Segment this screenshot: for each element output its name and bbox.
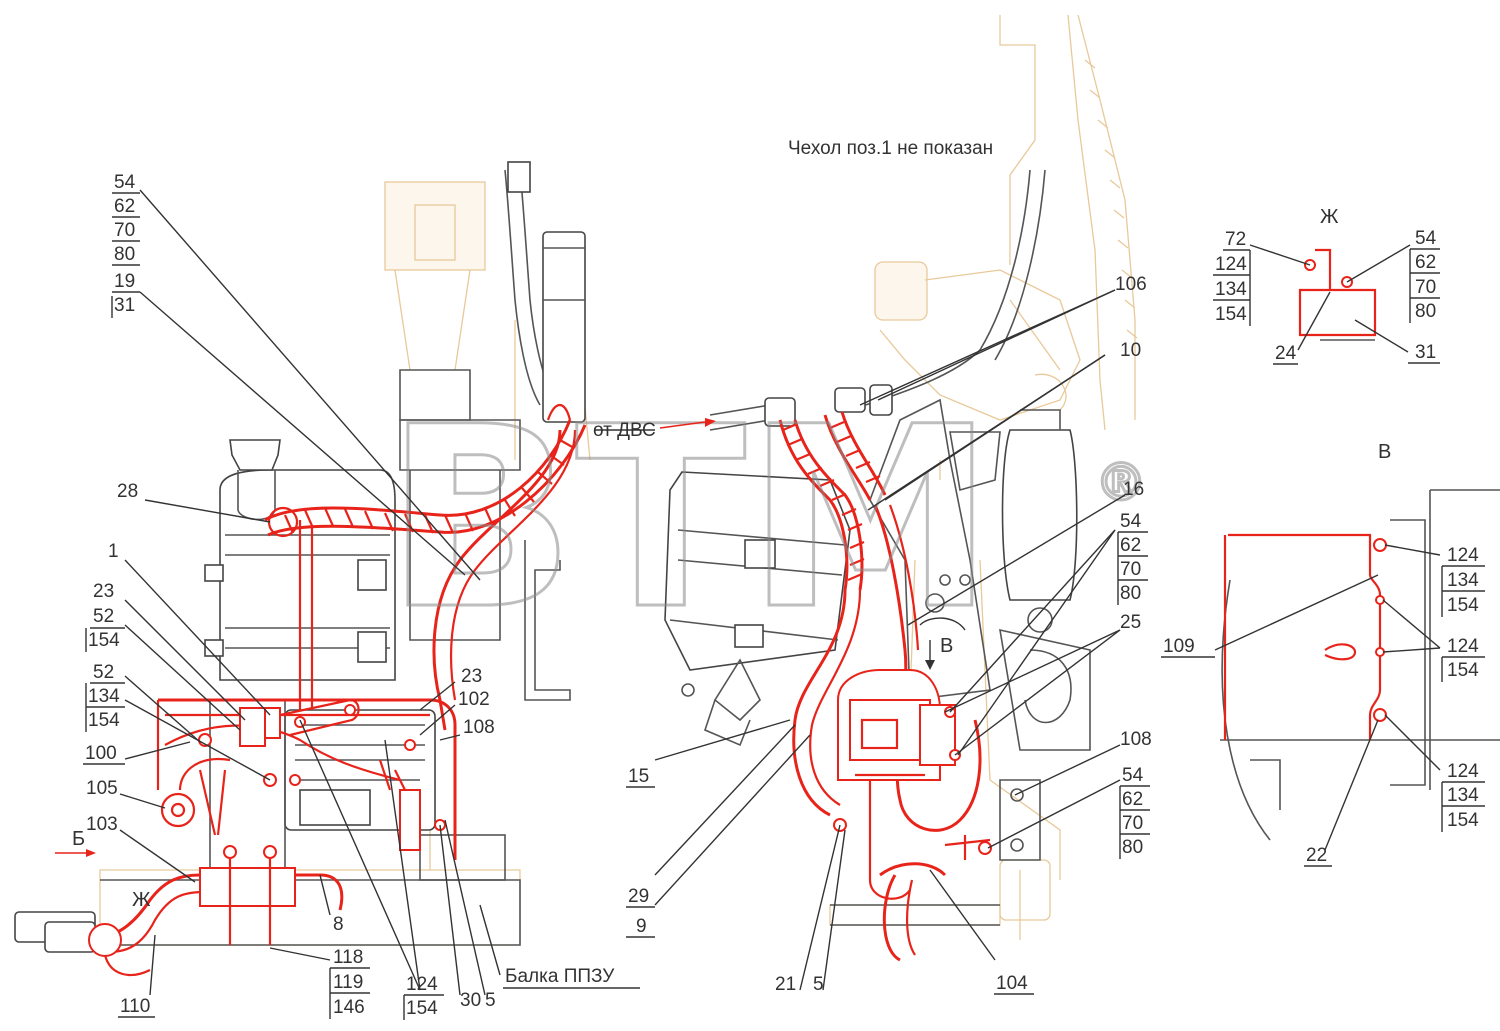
label-31: 31 <box>1415 342 1436 363</box>
label-52: 52 <box>93 662 114 683</box>
label-19: 19 <box>114 271 135 292</box>
label-54: 54 <box>1415 228 1437 249</box>
label-110: 110 <box>120 996 150 1017</box>
label-70: 70 <box>1122 813 1143 834</box>
watermark-registered-mark: ® <box>1095 453 1147 513</box>
label-21: 21 <box>775 974 796 995</box>
label-80: 80 <box>1120 583 1141 604</box>
label-8: 8 <box>333 914 344 935</box>
label-31: 31 <box>114 295 135 316</box>
label-118: 118 <box>333 947 363 968</box>
note-from-engine: от ДВС <box>593 420 656 441</box>
watermark-text: ВТМ <box>385 373 995 664</box>
note-beam: Балка ППЗУ <box>505 966 615 987</box>
notes: Чехол поз.1 не показан от ДВС Балка ППЗУ <box>503 138 993 989</box>
label-70: 70 <box>114 220 135 241</box>
label-23: 23 <box>461 666 482 687</box>
label-108: 108 <box>463 717 495 738</box>
label-106: 106 <box>1115 274 1147 295</box>
view-v-title: В <box>1378 441 1391 463</box>
label-124: 124 <box>1215 254 1247 275</box>
label-146: 146 <box>333 997 365 1018</box>
label-119: 119 <box>333 972 363 993</box>
label-22: 22 <box>1306 845 1327 866</box>
view-markers: Ж В Б Ж В <box>72 206 1391 911</box>
label-16: 16 <box>1123 479 1144 500</box>
label-80: 80 <box>1415 301 1436 322</box>
highlighted-parts <box>88 248 1387 977</box>
label-124: 124 <box>1447 636 1479 657</box>
label-24: 24 <box>1275 343 1297 364</box>
label-54: 54 <box>1120 511 1142 532</box>
label-134: 134 <box>1215 279 1247 300</box>
label-154: 154 <box>1215 304 1247 325</box>
label-124: 124 <box>1447 545 1479 566</box>
label-124: 124 <box>406 974 438 995</box>
label-70: 70 <box>1120 559 1141 580</box>
label-10: 10 <box>1120 340 1141 361</box>
note-cover-not-shown: Чехол поз.1 не показан <box>788 138 993 159</box>
label-154: 154 <box>406 998 438 1019</box>
label-124: 124 <box>1447 761 1479 782</box>
view-b-marker: Б <box>72 828 85 850</box>
label-108: 108 <box>1120 729 1152 750</box>
label-154: 154 <box>88 710 120 731</box>
view-zh-marker: Ж <box>132 889 151 911</box>
view-v-marker: В <box>940 635 953 657</box>
label-29: 29 <box>628 886 649 907</box>
label-62: 62 <box>1122 789 1143 810</box>
label-154: 154 <box>1447 660 1479 681</box>
label-54: 54 <box>1122 765 1144 786</box>
label-154: 154 <box>88 630 120 651</box>
position-labels: 54 62 70 80 19 31 28 1 23 52 154 52 134 … <box>83 172 1485 1020</box>
label-62: 62 <box>114 196 135 217</box>
label-100: 100 <box>85 743 117 764</box>
label-104: 104 <box>996 973 1028 994</box>
label-52: 52 <box>93 606 114 627</box>
label-80: 80 <box>1122 837 1143 858</box>
label-5: 5 <box>813 974 824 995</box>
label-62: 62 <box>1415 252 1436 273</box>
view-zh-title: Ж <box>1320 206 1339 228</box>
label-102: 102 <box>458 689 490 710</box>
label-109: 109 <box>1163 636 1195 657</box>
watermark: ВТМ ® <box>384 372 1149 666</box>
label-72: 72 <box>1225 229 1246 250</box>
label-15: 15 <box>628 766 649 787</box>
label-54: 54 <box>114 172 136 193</box>
label-28: 28 <box>117 481 138 502</box>
label-134: 134 <box>1447 570 1479 591</box>
label-9: 9 <box>636 916 647 937</box>
label-23: 23 <box>93 581 114 602</box>
label-134: 134 <box>88 686 120 707</box>
label-103: 103 <box>86 814 118 835</box>
label-134: 134 <box>1447 785 1479 806</box>
label-105: 105 <box>86 778 118 799</box>
label-62: 62 <box>1120 535 1141 556</box>
label-5: 5 <box>485 990 496 1011</box>
label-1: 1 <box>108 541 119 562</box>
label-154: 154 <box>1447 810 1479 831</box>
label-154: 154 <box>1447 595 1479 616</box>
leader-lines <box>55 189 1441 996</box>
label-25: 25 <box>1120 612 1141 633</box>
label-70: 70 <box>1415 277 1436 298</box>
label-30: 30 <box>460 990 481 1011</box>
label-80: 80 <box>114 244 135 265</box>
